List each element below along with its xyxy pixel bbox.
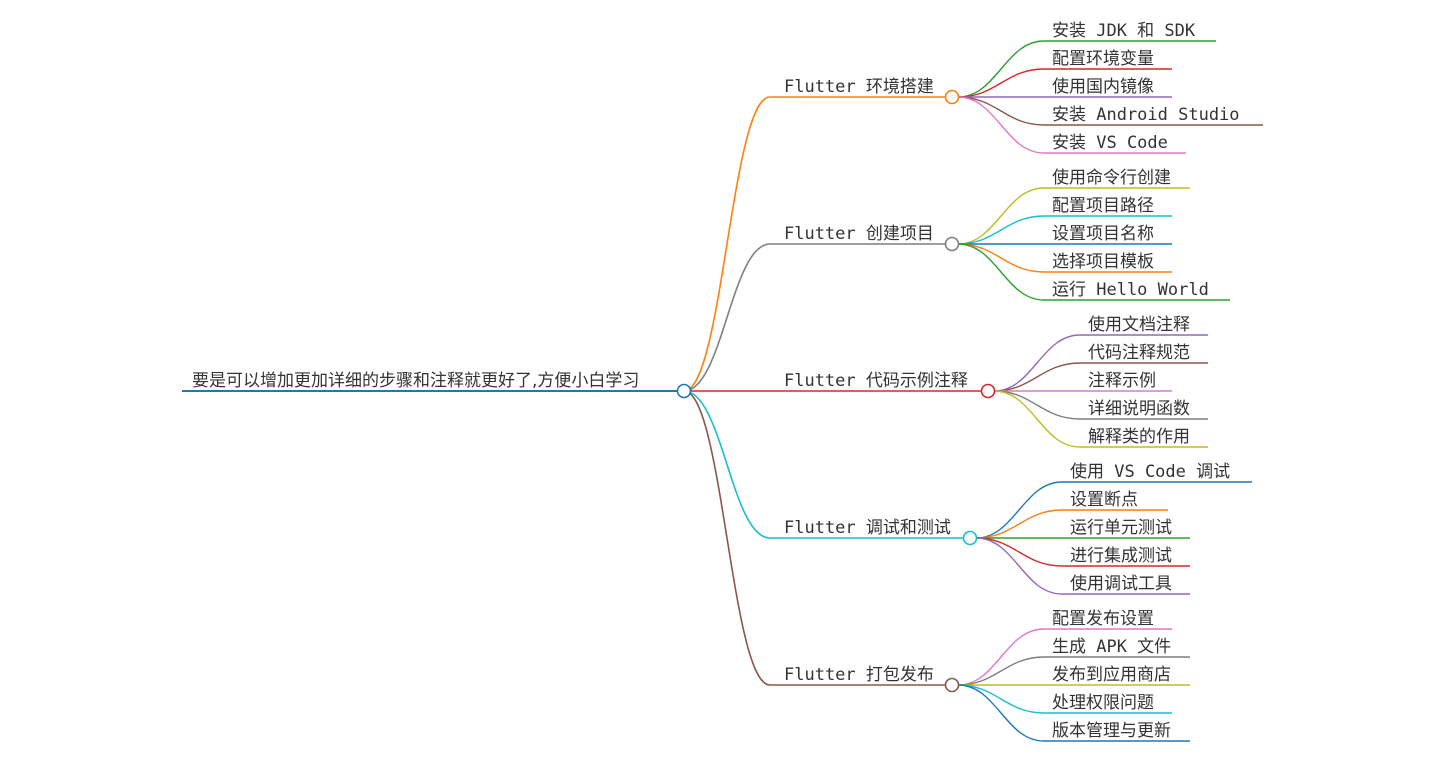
- branch-collapse-toggle[interactable]: [980, 383, 996, 399]
- leaf-topic-label: 解释类的作用: [1088, 427, 1190, 447]
- leaf-topic-label: 运行单元测试: [1070, 518, 1172, 538]
- leaf-topic-label: 运行 Hello World: [1052, 280, 1209, 300]
- branch-collapse-toggle[interactable]: [962, 530, 978, 546]
- leaf-connector: [957, 96, 1045, 126]
- leaf-connector: [993, 362, 1081, 392]
- leaf-topic-label: 设置断点: [1070, 490, 1138, 510]
- leaf-topic-label: 配置环境变量: [1052, 49, 1154, 69]
- leaf-topic-label: 详细说明函数: [1088, 399, 1190, 419]
- branch-topic-label: Flutter 打包发布: [784, 665, 934, 685]
- branch-connector: [683, 96, 771, 392]
- leaf-topic-label: 选择项目模板: [1052, 252, 1154, 272]
- branch-collapse-toggle[interactable]: [944, 677, 960, 693]
- branch-topic-label: Flutter 代码示例注释: [784, 371, 968, 391]
- root-collapse-toggle[interactable]: [676, 383, 692, 399]
- branch-connector: [683, 390, 771, 539]
- leaf-connector: [957, 684, 1045, 714]
- branch-collapse-toggle[interactable]: [944, 89, 960, 105]
- leaf-topic-label: 配置项目路径: [1052, 196, 1154, 216]
- leaf-topic-label: 使用国内镜像: [1052, 76, 1154, 97]
- leaf-connector: [975, 537, 1063, 595]
- leaf-connector: [975, 537, 1063, 567]
- branch-connector: [683, 390, 771, 686]
- leaf-connector: [957, 684, 1045, 742]
- leaf-topic-label: 设置项目名称: [1052, 224, 1154, 244]
- leaf-connector: [975, 481, 1063, 539]
- leaf-connector: [957, 243, 1045, 301]
- leaf-topic-label: 发布到应用商店: [1052, 665, 1171, 685]
- leaf-connector: [957, 96, 1045, 154]
- leaf-topic-label: 使用文档注释: [1088, 314, 1190, 335]
- leaf-connector: [957, 656, 1045, 686]
- leaf-topic-label: 注释示例: [1088, 371, 1156, 391]
- leaf-topic-label: 安装 Android Studio: [1052, 105, 1240, 125]
- leaf-connector: [957, 243, 1045, 273]
- leaf-topic-label: 安装 JDK 和 SDK: [1052, 21, 1196, 41]
- branch-collapse-toggle[interactable]: [944, 236, 960, 252]
- leaf-topic-label: 版本管理与更新: [1052, 721, 1171, 741]
- leaf-connector: [975, 509, 1063, 539]
- leaf-connector: [957, 215, 1045, 245]
- branch-connector: [683, 243, 771, 392]
- leaf-connector: [957, 628, 1045, 686]
- root-topic-label: 要是可以增加更加详细的步骤和注释就更好了,方便小白学习: [192, 371, 639, 391]
- mindmap-links: [182, 40, 1263, 742]
- leaf-connector: [993, 390, 1081, 448]
- leaf-topic-label: 进行集成测试: [1070, 546, 1172, 566]
- leaf-topic-label: 使用调试工具: [1070, 573, 1172, 594]
- leaf-topic-label: 处理权限问题: [1052, 693, 1154, 713]
- leaf-topic-label: 使用 VS Code 调试: [1070, 461, 1230, 482]
- leaf-topic-label: 生成 APK 文件: [1052, 637, 1171, 657]
- leaf-connector: [957, 40, 1045, 98]
- leaf-topic-label: 代码注释规范: [1088, 343, 1190, 363]
- leaf-connector: [993, 334, 1081, 392]
- leaf-connector: [957, 187, 1045, 245]
- leaf-topic-label: 使用命令行创建: [1052, 167, 1171, 188]
- leaf-connector: [957, 68, 1045, 98]
- branch-topic-label: Flutter 创建项目: [784, 224, 934, 244]
- branch-topic-label: Flutter 环境搭建: [784, 77, 934, 97]
- leaf-connector: [993, 390, 1081, 420]
- leaf-topic-label: 配置发布设置: [1052, 609, 1154, 629]
- branch-topic-label: Flutter 调试和测试: [784, 518, 951, 538]
- leaf-topic-label: 安装 VS Code: [1052, 133, 1168, 153]
